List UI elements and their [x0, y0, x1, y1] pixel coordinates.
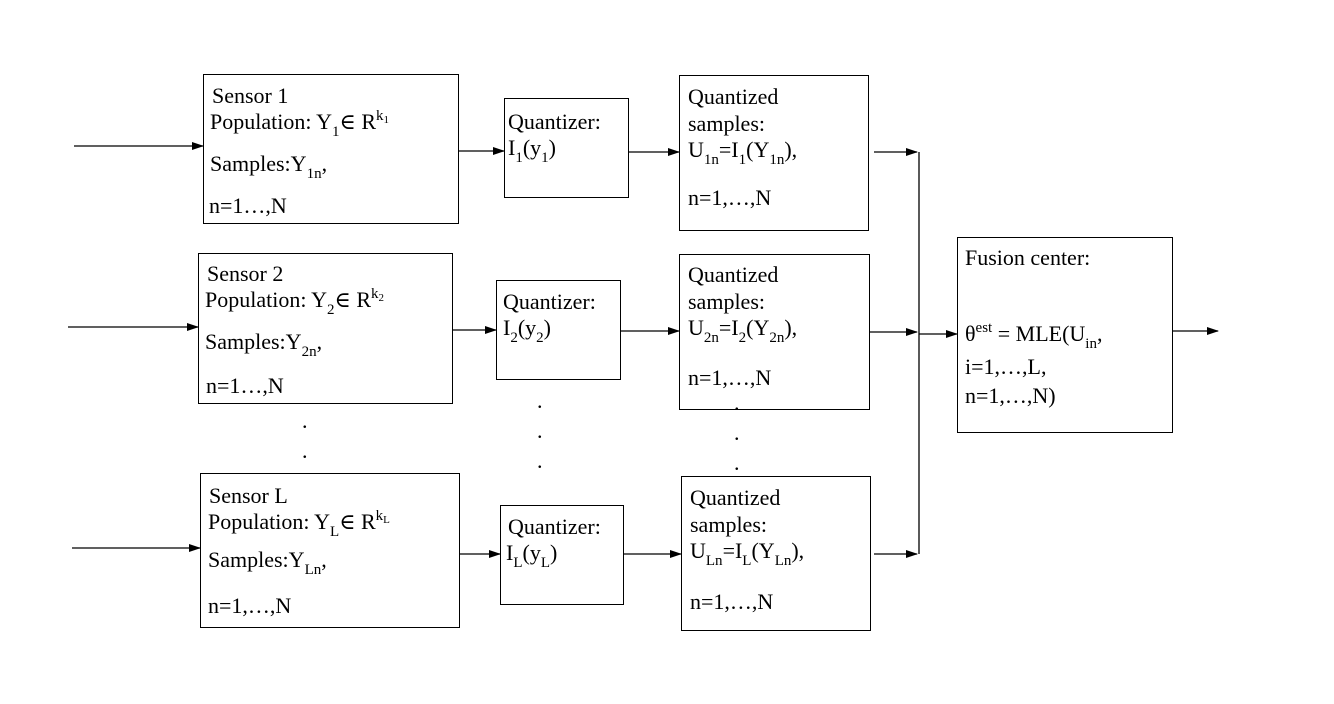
sensor-samples-2: Samples:Y2n,: [205, 329, 323, 360]
quantized-range-1: n=1,…,N: [688, 185, 772, 210]
quantizer-box-1: [504, 98, 629, 198]
ellipsis-dot-quantized-2: .: [734, 420, 740, 445]
fusion-index-n: n=1,…,N): [965, 383, 1056, 408]
sensor-box-1: [203, 74, 459, 224]
quantized-line2-2: samples:: [688, 289, 765, 314]
fusion-estimate: θest = MLE(Uin,: [965, 320, 1103, 352]
sensor-range-1: n=1…,N: [209, 193, 287, 218]
quantized-box-1: [679, 75, 869, 231]
quantizer-function-1: I1(y1): [508, 135, 556, 166]
quantized-box-L: [681, 476, 871, 631]
sensor-title-1: Sensor 1: [212, 83, 289, 108]
quantized-line1-1: Quantized: [688, 84, 779, 109]
quantizer-title-2: Quantizer:: [503, 289, 596, 314]
quantized-formula-1: U1n=I1(Y1n),: [688, 137, 798, 168]
quantized-line2-1: samples:: [688, 111, 765, 136]
ellipsis-dot-sensor-2: .: [302, 438, 308, 463]
sensor-population-L: Population: YL∈ RkL: [208, 508, 390, 540]
quantized-line1-2: Quantized: [688, 262, 779, 287]
quantized-box-2: [679, 254, 870, 410]
quantized-range-L: n=1,…,N: [690, 589, 774, 614]
sensor-box-L: [200, 473, 460, 628]
sensor-range-L: n=1,…,N: [208, 593, 292, 618]
ellipsis-dot-quantized-1: .: [734, 390, 740, 415]
quantizer-box-2: [496, 280, 621, 380]
sensor-title-2: Sensor 2: [207, 261, 284, 286]
sensor-samples-1: Samples:Y1n,: [210, 151, 328, 182]
quantized-formula-L: ULn=IL(YLn),: [690, 538, 805, 569]
sensor-population-2: Population: Y2∈ Rk2: [205, 286, 384, 318]
sensor-range-2: n=1…,N: [206, 373, 284, 398]
ellipsis-dot-quantizer-1: .: [537, 388, 543, 413]
fusion-title: Fusion center:: [965, 245, 1091, 270]
sensor-box-2: [198, 253, 453, 404]
fusion-index-i: i=1,…,L,: [965, 354, 1047, 379]
quantized-range-2: n=1,…,N: [688, 365, 772, 390]
quantized-formula-2: U2n=I2(Y2n),: [688, 315, 798, 346]
sensor-title-L: Sensor L: [209, 483, 288, 508]
ellipsis-dot-sensor-1: .: [302, 408, 308, 433]
quantizer-title-1: Quantizer:: [508, 109, 601, 134]
quantizer-title-L: Quantizer:: [508, 514, 601, 539]
ellipsis-dot-quantized-3: .: [734, 450, 740, 475]
quantized-line2-L: samples:: [690, 512, 767, 537]
quantizer-box-L: [500, 505, 624, 605]
sensor-population-1: Population: Y1∈ Rk1: [210, 108, 389, 140]
quantized-line1-L: Quantized: [690, 485, 781, 510]
ellipsis-dot-quantizer-2: .: [537, 418, 543, 443]
quantizer-function-2: I2(y2): [503, 315, 551, 346]
quantizer-function-L: IL(yL): [506, 540, 558, 571]
ellipsis-dot-quantizer-3: .: [537, 448, 543, 473]
sensor-samples-L: Samples:YLn,: [208, 547, 327, 578]
fusion-center-box: [957, 237, 1173, 433]
